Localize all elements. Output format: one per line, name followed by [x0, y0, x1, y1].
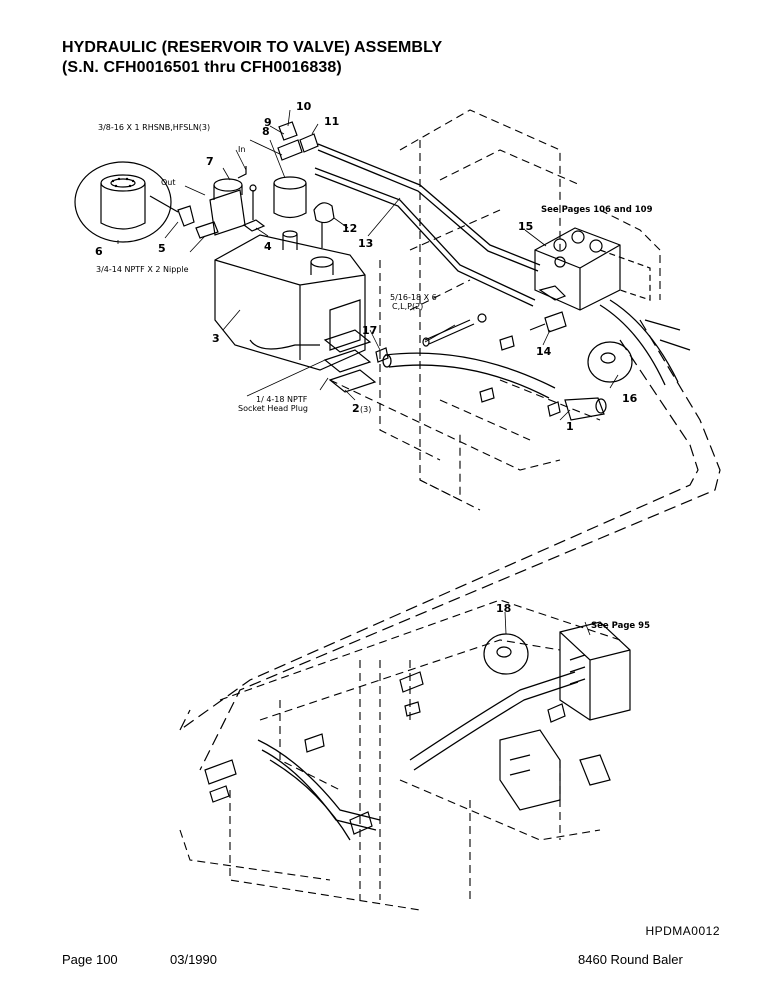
model-name: 8460 Round Baler — [578, 952, 683, 967]
revision-date: 03/1990 — [170, 952, 217, 967]
fitting-elbow — [529, 311, 567, 333]
callout-2: 2 — [352, 402, 360, 415]
callout-10: 10 — [296, 100, 312, 113]
title-line-1: HYDRAULIC (RESERVOIR TO VALVE) ASSEMBLY — [62, 39, 443, 56]
callout-11: 11 — [324, 115, 339, 128]
elbow-fitting — [149, 195, 195, 227]
control-valve — [534, 227, 651, 311]
hose-valve-outlet — [599, 299, 691, 386]
return-hose-paths — [179, 319, 721, 771]
mounting-gaskets — [323, 329, 377, 393]
drawing-code: HPDMA0012 — [645, 924, 720, 938]
page-title: HYDRAULIC (RESERVOIR TO VALVE) ASSEMBLY … — [62, 38, 442, 78]
fitting-tee — [277, 121, 303, 161]
note-plug-line-1: 1/ 4-18 NPTF — [256, 395, 308, 404]
callout-8: 8 — [262, 125, 270, 138]
page-number: Page 100 — [62, 952, 118, 967]
part-notes: 3/8-16 X 1 RHSNB,HFSLN(3) In Out 3/4-14 … — [96, 123, 653, 631]
callout-15: 15 — [518, 220, 533, 233]
callout-numbers: 1 2 (3) 3 4 5 6 7 8 9 10 11 12 13 14 15 … — [95, 100, 638, 615]
valve-mount-bolts — [422, 313, 487, 347]
hose-return — [314, 167, 536, 307]
note-plug-line-2: Socket Head Plug — [238, 404, 308, 413]
callout-6: 6 — [95, 245, 103, 258]
callout-16: 16 — [622, 392, 638, 405]
note-out: Out — [161, 178, 176, 187]
callout-5: 5 — [158, 242, 166, 255]
note-cap-screw-line-2: C,L,P(2) — [392, 302, 423, 311]
callout-1: 1 — [566, 420, 574, 433]
washer — [242, 184, 266, 232]
callout-14: 14 — [536, 345, 552, 358]
dipstick — [313, 202, 335, 248]
decal-hydraulic-lower — [483, 633, 529, 675]
oil-filter — [74, 161, 172, 243]
callout-12: 12 — [342, 222, 357, 235]
fitting-adapter — [299, 133, 319, 153]
title-line-2: (S.N. CFH0016501 thru CFH0016838) — [62, 59, 342, 76]
callout-17: 17 — [362, 324, 377, 337]
callout-4: 4 — [264, 240, 272, 253]
note-cap-screw-line-1: 5/16-18 X 6 — [390, 293, 437, 302]
lower-hoses — [257, 671, 579, 841]
chassis-frame-upper — [329, 109, 661, 511]
suction-hose — [564, 397, 607, 421]
leader-lines — [117, 109, 619, 636]
note-bolt: 3/8-16 X 1 RHSNB,HFSLN(3) — [98, 123, 210, 132]
lower-fittings — [204, 671, 566, 835]
callout-13: 13 — [358, 237, 373, 250]
pipe-nipple — [195, 221, 219, 239]
callout-18: 18 — [496, 602, 511, 615]
breather — [273, 176, 307, 219]
chassis-frame-lower — [179, 599, 621, 911]
note-in: In — [238, 145, 245, 154]
callout-3: 3 — [212, 332, 220, 345]
note-see-page-95: See Page 95 — [591, 621, 650, 631]
note-see-pages: See Pages 106 and 109 — [541, 205, 653, 215]
decal-hydraulic — [587, 341, 633, 383]
note-nipple: 3/4-14 NPTF X 2 Nipple — [96, 265, 189, 274]
callout-9: 9 — [264, 116, 272, 129]
callout-2-qty: (3) — [360, 405, 371, 414]
callout-7: 7 — [206, 155, 214, 168]
small-fittings — [479, 335, 561, 417]
reservoir-tank — [214, 230, 366, 371]
drain-plug — [375, 347, 389, 363]
hose-pressure — [317, 143, 541, 272]
